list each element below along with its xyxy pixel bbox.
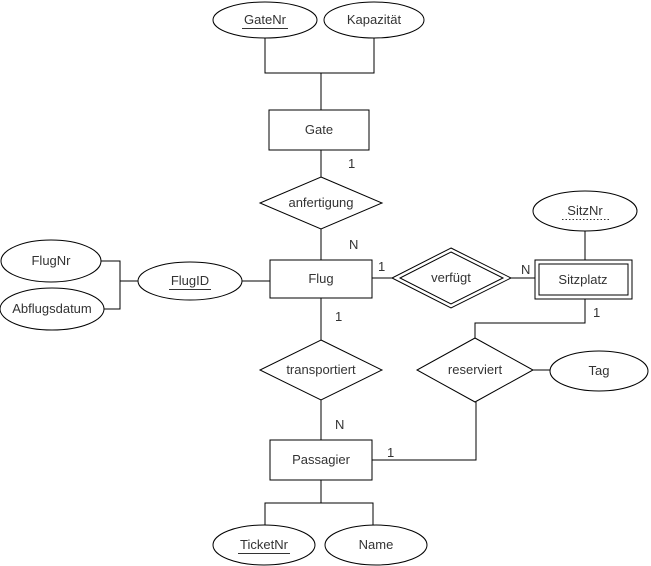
- attribute-kapazitaet-ellipse: [323, 1, 425, 39]
- relationship-transportiert-label: transportiert: [286, 362, 356, 377]
- attribute-flugid: FlugID: [137, 261, 243, 301]
- attribute-name: Name: [324, 524, 428, 566]
- connectors: [101, 38, 586, 525]
- attribute-gatenr-ellipse: [212, 1, 318, 39]
- cardinality-labels: 1 N 1 N 1 1 N 1: [335, 156, 600, 460]
- connector-ticketnr-name-bracket: [264, 502, 374, 525]
- relationship-anfertigung: anfertigung: [258, 176, 384, 230]
- cardinality-passagier-reserviert: 1: [387, 445, 394, 460]
- entity-flug-label: Flug: [308, 271, 333, 286]
- connector-sitzplatz-reserviert: [474, 299, 586, 338]
- attribute-flugid-label: FlugID: [171, 273, 209, 288]
- attribute-kapazitaet-label: Kapazität: [347, 12, 402, 27]
- attribute-name-label: Name: [359, 537, 394, 552]
- relationship-reserviert: reserviert: [415, 337, 535, 403]
- attribute-sitznr: SitzNr: [532, 190, 638, 232]
- attribute-flugid-ellipse: [137, 261, 243, 301]
- relationship-verfuegt-inner-diamond: [398, 251, 505, 305]
- attribute-abflugsdatum: Abflugsdatum: [0, 287, 105, 331]
- attribute-ticketnr-label: TicketNr: [240, 537, 289, 552]
- relationship-transportiert: transportiert: [258, 339, 384, 401]
- attribute-kapazitaet: Kapazität: [323, 1, 425, 39]
- cardinality-flug-transportiert: 1: [335, 309, 342, 324]
- entity-passagier-rect: [269, 439, 373, 481]
- relationship-transportiert-diamond: [258, 339, 384, 401]
- connector-flugnr-abflugsdatum-bracket: [101, 260, 121, 310]
- cardinality-verfuegt-sitzplatz: N: [521, 262, 530, 277]
- attribute-abflugsdatum-label: Abflugsdatum: [12, 301, 92, 316]
- cardinality-gate-anfertigung: 1: [348, 156, 355, 171]
- entity-sitzplatz-inner-rect: [538, 263, 629, 296]
- attribute-name-ellipse: [324, 524, 428, 566]
- entity-flug-rect: [269, 259, 373, 299]
- attribute-flugnr: FlugNr: [0, 239, 102, 283]
- entity-gate: Gate: [268, 109, 370, 151]
- attribute-flugnr-ellipse: [0, 239, 102, 283]
- relationship-reserviert-label: reserviert: [448, 362, 503, 377]
- cardinality-transportiert-passagier: N: [335, 417, 344, 432]
- connector-passagier-reserviert: [372, 402, 477, 461]
- attribute-sitznr-label: SitzNr: [567, 203, 603, 218]
- cardinality-anfertigung-flug: N: [349, 237, 358, 252]
- attribute-sitznr-ellipse: [532, 190, 638, 232]
- relationship-reserviert-diamond: [415, 337, 535, 403]
- attribute-tag-label: Tag: [589, 363, 610, 378]
- entity-passagier-label: Passagier: [292, 452, 350, 467]
- attribute-ticketnr-ellipse: [212, 524, 316, 566]
- attribute-gatenr-label: GateNr: [244, 12, 287, 27]
- relationship-anfertigung-label: anfertigung: [288, 195, 353, 210]
- relationship-verfuegt: verfügt: [390, 247, 513, 309]
- attribute-flugnr-label: FlugNr: [31, 253, 71, 268]
- entity-gate-label: Gate: [305, 122, 333, 137]
- cardinality-flug-verfuegt: 1: [378, 259, 385, 274]
- connector-gatenr-kapazitaet-bracket: [264, 38, 375, 74]
- attribute-gatenr: GateNr: [212, 1, 318, 39]
- entity-sitzplatz-label: Sitzplatz: [558, 272, 607, 287]
- cardinality-sitzplatz-reserviert: 1: [593, 305, 600, 320]
- attribute-tag: Tag: [549, 350, 649, 392]
- entity-flug: Flug: [269, 259, 373, 299]
- entity-sitzplatz: Sitzplatz: [534, 259, 633, 300]
- relationship-verfuegt-label: verfügt: [431, 270, 471, 285]
- entity-passagier: Passagier: [269, 439, 373, 481]
- attribute-tag-ellipse: [549, 350, 649, 392]
- attribute-abflugsdatum-ellipse: [0, 287, 105, 331]
- entity-gate-rect: [268, 109, 370, 151]
- relationship-anfertigung-diamond: [258, 176, 384, 230]
- attribute-ticketnr: TicketNr: [212, 524, 316, 566]
